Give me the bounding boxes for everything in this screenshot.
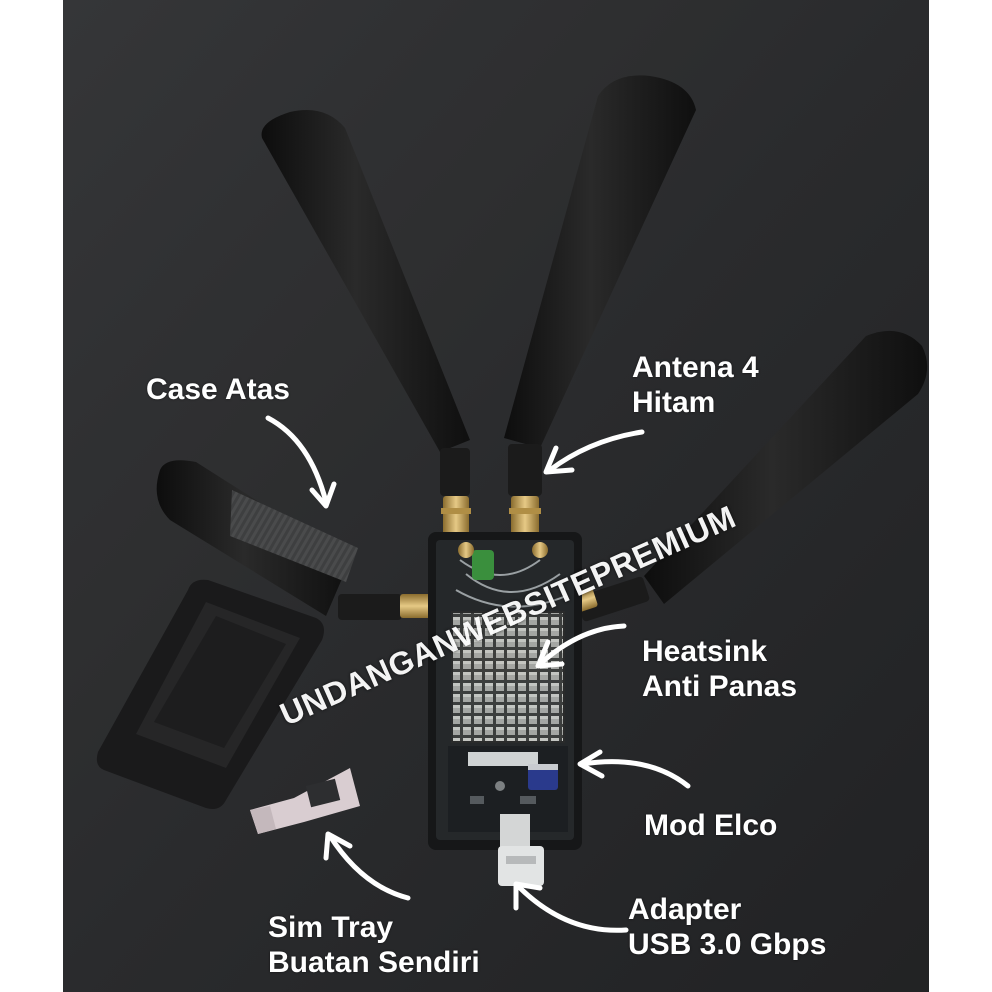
label-heatsink: Heatsink Anti Panas <box>642 634 797 704</box>
label-sim-tray: Sim Tray Buatan Sendiri <box>268 910 480 980</box>
label-antena-line1: Antena 4 <box>632 351 759 384</box>
antenna-top-center <box>504 75 696 536</box>
arrow-mod-elco <box>579 759 691 789</box>
label-adapter-line2: USB 3.0 Gbps <box>628 928 827 961</box>
label-case-atas-text: Case Atas <box>146 373 290 406</box>
upper-case <box>96 490 358 809</box>
label-sim-tray-line2: Buatan Sendiri <box>268 946 480 979</box>
label-mod-elco: Mod Elco <box>644 808 777 843</box>
arrow-adapter <box>515 883 629 933</box>
pointer-arrows <box>265 415 691 933</box>
label-antena: Antena 4 Hitam <box>632 350 759 420</box>
label-adapter: Adapter USB 3.0 Gbps <box>628 892 826 962</box>
arrow-antena <box>547 429 645 473</box>
modem-body <box>428 532 582 886</box>
sim-tray <box>250 768 360 834</box>
arrow-heatsink <box>537 623 627 667</box>
antenna-top-left <box>261 110 471 536</box>
label-heatsink-line1: Heatsink <box>642 635 768 668</box>
label-heatsink-line2: Anti Panas <box>642 670 798 703</box>
label-sim-tray-line1: Sim Tray <box>268 911 394 944</box>
label-adapter-line1: Adapter <box>628 893 742 926</box>
label-antena-line2: Hitam <box>632 386 716 419</box>
arrow-sim-tray <box>327 833 411 901</box>
label-mod-elco-text: Mod Elco <box>644 809 778 842</box>
label-case-atas: Case Atas <box>146 372 290 407</box>
arrow-case-atas <box>265 415 329 505</box>
